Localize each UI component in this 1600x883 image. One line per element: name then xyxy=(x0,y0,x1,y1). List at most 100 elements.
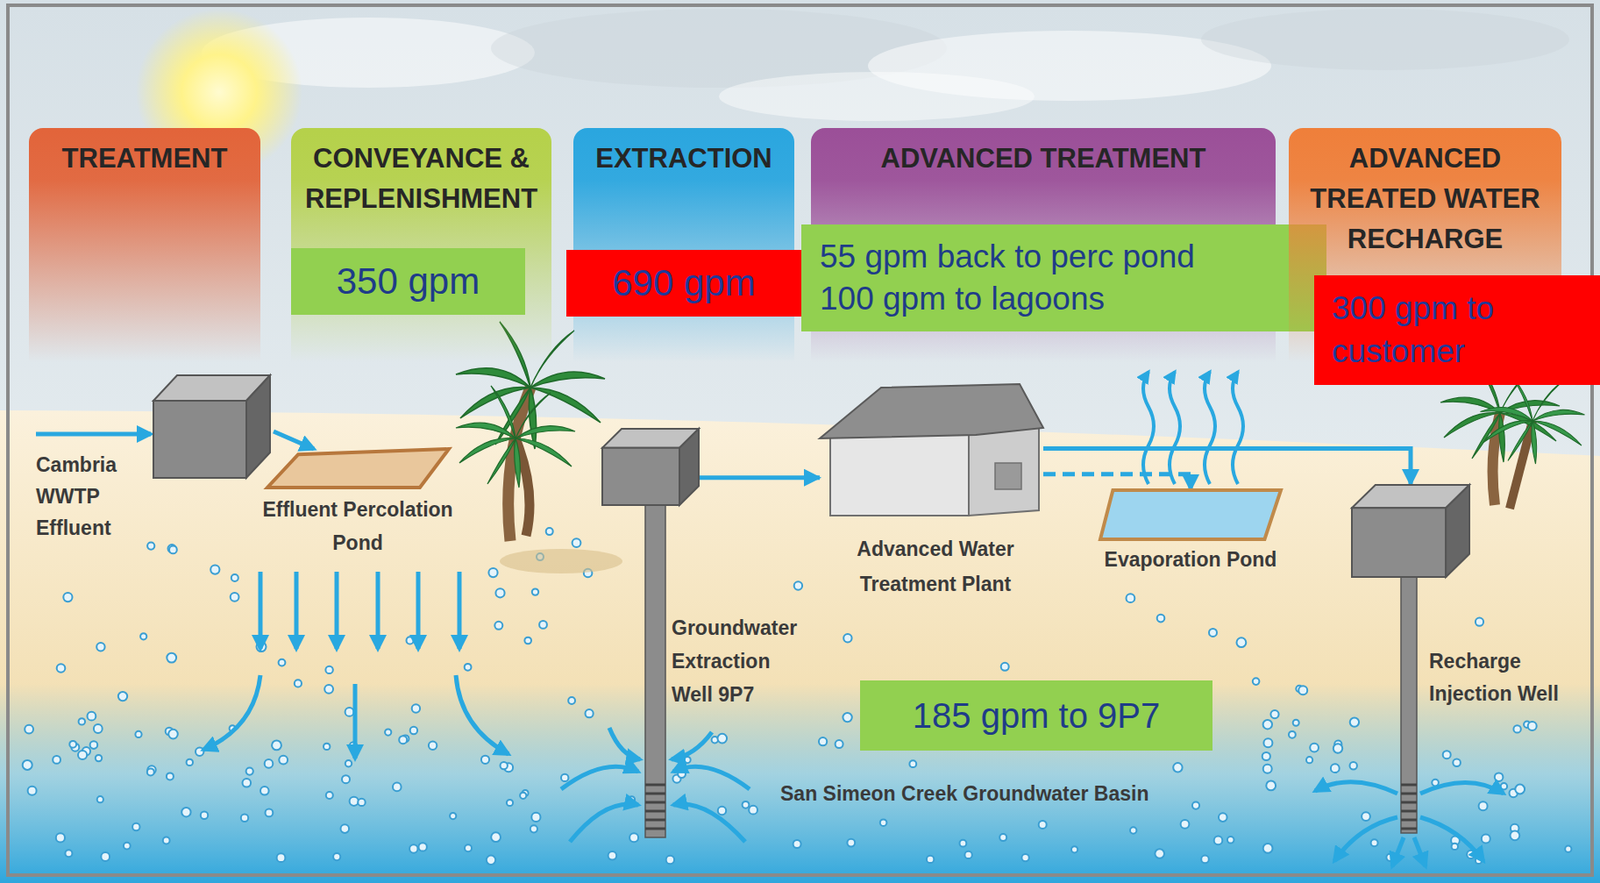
sediment-dot xyxy=(964,851,972,859)
sediment-dot xyxy=(486,855,496,865)
sediment-dot xyxy=(132,823,140,831)
sediment-dot xyxy=(1494,772,1504,782)
sediment-dot xyxy=(464,663,472,671)
sediment-dot xyxy=(1157,614,1166,623)
sediment-dot xyxy=(186,759,193,766)
flow-rate-box: 300 gpm to customer xyxy=(1314,275,1600,385)
sediment-dot xyxy=(147,768,155,776)
sediment-dot xyxy=(64,849,72,857)
sediment-dot xyxy=(1263,719,1273,729)
sediment-dot xyxy=(1306,756,1313,763)
sediment-dot xyxy=(742,801,750,809)
sediment-dot xyxy=(246,768,254,776)
sediment-dot xyxy=(843,633,852,642)
sediment-dot xyxy=(341,775,350,783)
sediment-dot xyxy=(488,568,498,577)
sediment-dot xyxy=(52,755,61,764)
sediment-dot xyxy=(69,740,77,748)
sediment-dot xyxy=(100,852,110,861)
sediment-dot xyxy=(265,809,274,818)
sediment-dot xyxy=(1262,752,1271,761)
sediment-dot xyxy=(561,774,569,782)
sediment-dot xyxy=(210,565,220,575)
sediment-dot xyxy=(1208,628,1217,637)
sediment-dot xyxy=(628,796,635,803)
sediment-dot xyxy=(1265,781,1276,791)
sediment-dot xyxy=(1510,830,1521,840)
sediment-dot xyxy=(409,844,418,853)
sediment-dot xyxy=(532,588,539,595)
stage-title: TREATMENT xyxy=(28,138,261,179)
sediment-dot xyxy=(1227,836,1235,844)
sediment-dot xyxy=(629,832,639,842)
sediment-dot xyxy=(1350,761,1358,769)
process-unit: Groundwater Extraction Well 9P7 xyxy=(602,428,699,505)
process-unit: Advanced Water Treatment Plant xyxy=(819,382,1044,518)
sediment-dot xyxy=(960,839,968,847)
sediment-dot xyxy=(794,581,803,590)
flow-arrow xyxy=(698,475,820,480)
sediment-dot xyxy=(568,696,576,704)
sediment-dot xyxy=(464,844,472,852)
sediment-dot xyxy=(428,741,437,750)
process-unit: Effluent Percolation Pond xyxy=(267,448,449,488)
stage-band: EXTRACTION xyxy=(573,128,795,363)
sediment-dot xyxy=(93,724,103,733)
sediment-dot xyxy=(718,733,728,744)
sediment-dot xyxy=(241,814,249,822)
sediment-dot xyxy=(1263,764,1273,774)
sediment-dot xyxy=(546,527,554,535)
unit-label: Effluent Percolation Pond xyxy=(256,492,459,560)
flow-rate: 55 gpm back to perc pond xyxy=(819,235,1316,278)
sediment-dot xyxy=(519,792,527,799)
sediment-dot xyxy=(1038,820,1047,829)
flow-rate: 350 gpm xyxy=(301,257,515,306)
process-unit: Recharge Injection Well xyxy=(1351,484,1470,577)
stage-title: ADVANCED TREATMENT xyxy=(810,138,1276,179)
sediment-dot xyxy=(1293,719,1300,726)
sediment-dot xyxy=(1528,721,1537,731)
sediment-dot xyxy=(500,761,508,769)
sediment-dot xyxy=(842,712,852,722)
sediment-dot xyxy=(147,542,155,550)
flow-rate-box: 185 gpm to 9P7 xyxy=(860,680,1213,751)
sediment-dot xyxy=(260,786,270,796)
sediment-dot xyxy=(999,833,1007,841)
sediment-dot xyxy=(793,839,802,848)
sediment-dot xyxy=(846,839,855,847)
sediment-dot xyxy=(169,546,178,555)
sediment-dot xyxy=(1452,759,1461,768)
sediment-dot xyxy=(140,632,147,640)
sediment-dot xyxy=(494,621,503,630)
sediment-dot xyxy=(1361,811,1371,821)
sediment-dot xyxy=(1443,750,1451,759)
sediment-dot xyxy=(608,851,618,861)
sediment-dot xyxy=(392,782,402,792)
sediment-dot xyxy=(1451,843,1458,850)
sediment-dot xyxy=(1298,685,1308,695)
sediment-dot xyxy=(748,805,758,815)
flow-rate-box: 55 gpm back to perc pond100 gpm to lagoo… xyxy=(801,224,1327,332)
sediment-dot xyxy=(341,824,350,833)
sediment-dot xyxy=(195,747,204,756)
sediment-dot xyxy=(56,663,66,673)
sediment-dot xyxy=(1214,836,1224,846)
sediment-dot xyxy=(323,743,330,750)
sediment-dot xyxy=(264,759,274,768)
sediment-dot xyxy=(666,855,675,864)
sediment-dot xyxy=(1500,782,1508,790)
sediment-dot xyxy=(406,636,414,644)
sediment-dot xyxy=(1263,738,1273,747)
sediment-dot xyxy=(78,750,87,760)
sediment-dot xyxy=(22,760,33,770)
sediment-dot xyxy=(163,837,171,845)
sediment-dot xyxy=(1309,743,1319,753)
sediment-dot xyxy=(1021,853,1029,861)
sediment-dot xyxy=(325,666,333,674)
sediment-dot xyxy=(718,806,726,815)
stage-band: TREATMENT xyxy=(28,128,261,363)
flow-rate: 300 gpm to customer xyxy=(1331,287,1590,372)
sediment-dot xyxy=(419,842,427,851)
sediment-dot xyxy=(277,853,286,862)
stage-title: ADVANCED TREATED WATER RECHARGE xyxy=(1288,138,1562,260)
